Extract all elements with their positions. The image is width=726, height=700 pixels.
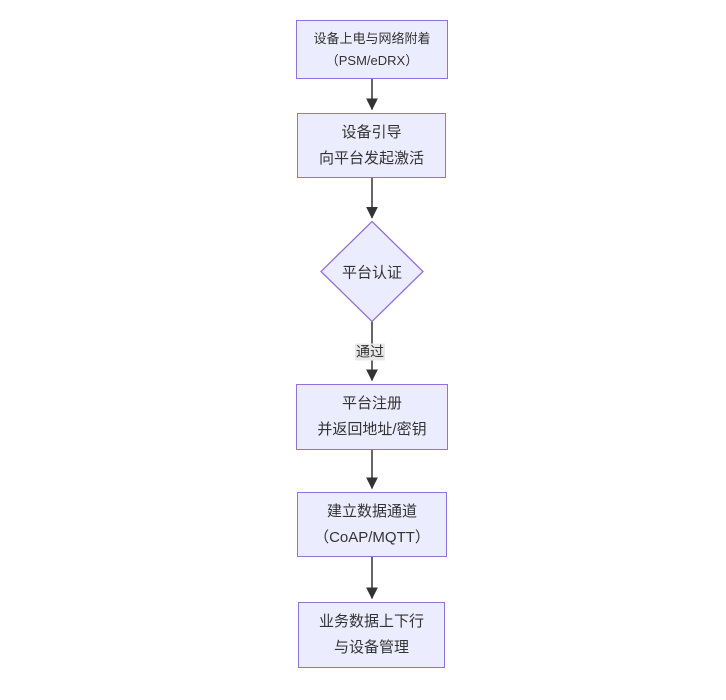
edge-label-pass: 通过 [355,343,385,360]
node-bootstrap: 设备引导 向平台发起激活 [297,113,446,178]
decision-platform-auth-label: 平台认证 [341,264,403,281]
node-business-data: 业务数据上下行 与设备管理 [298,602,445,668]
decision-diamond-shape [320,220,424,323]
node-data-channel: 建立数据通道 （CoAP/MQTT） [297,492,447,557]
node-power-attach: 设备上电与网络附着 （PSM/eDRX） [296,20,448,79]
node-platform-register: 平台注册 并返回地址/密钥 [296,384,448,450]
